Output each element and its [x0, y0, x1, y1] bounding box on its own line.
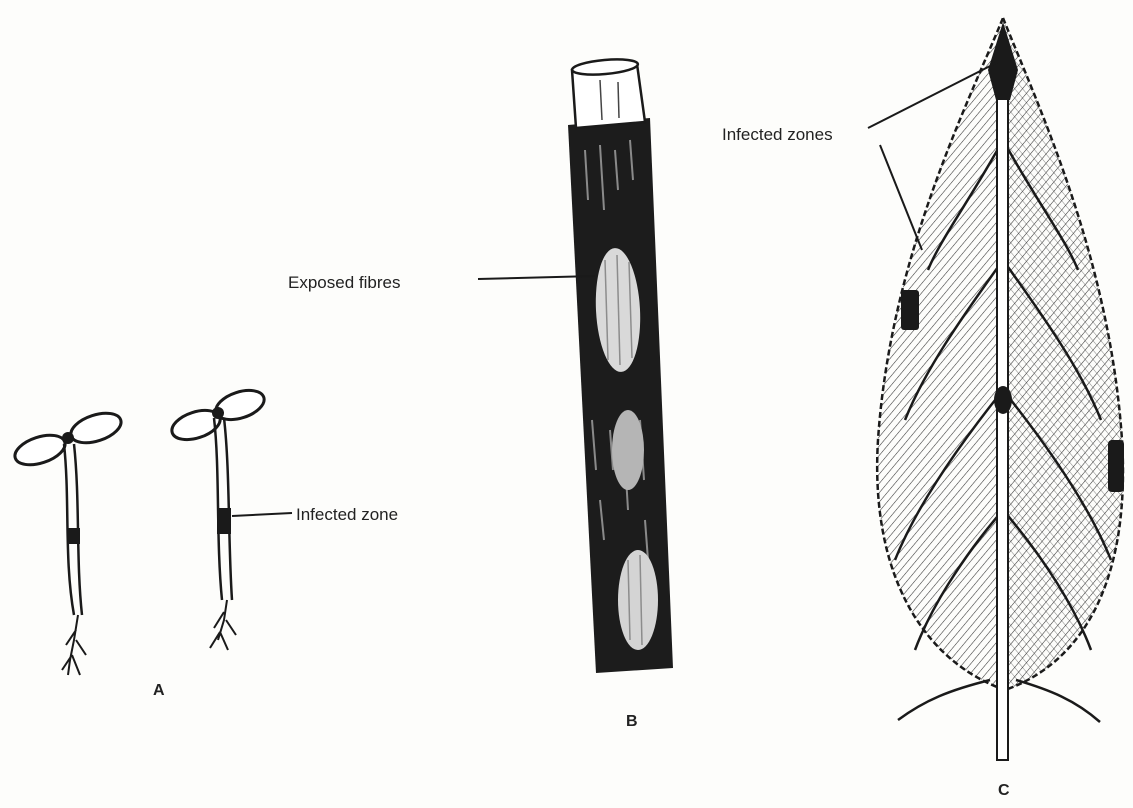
cotyledon-right — [67, 408, 124, 449]
roots — [62, 615, 86, 675]
cotyledon-left — [11, 430, 68, 471]
exposed-fibres-lesion-2 — [612, 410, 644, 490]
label-exposed-fibres: Exposed fibres — [288, 273, 400, 292]
figure-label-c: C — [998, 782, 1010, 799]
infected-spot-left — [901, 290, 919, 330]
stem — [568, 57, 673, 673]
seedling-lesion — [68, 528, 80, 544]
exposed-fibres-lesion-3 — [618, 550, 658, 650]
infected-spot-right — [1108, 440, 1124, 492]
figure-label-a: A — [153, 682, 165, 699]
seedling-lesion — [217, 508, 231, 534]
label-infected-zones: Infected zones — [722, 125, 833, 144]
leader-line-infected-zone — [232, 513, 292, 516]
infected-spot-center — [994, 386, 1012, 414]
leader-line-infected-zones-2 — [880, 145, 922, 250]
seedling-2 — [168, 385, 268, 650]
cotyledon-right — [212, 385, 268, 425]
seedling-1 — [11, 408, 124, 675]
figure-label-b: B — [626, 713, 638, 730]
label-infected-zone: Infected zone — [296, 505, 398, 524]
roots — [210, 600, 236, 650]
leaf — [877, 18, 1124, 760]
